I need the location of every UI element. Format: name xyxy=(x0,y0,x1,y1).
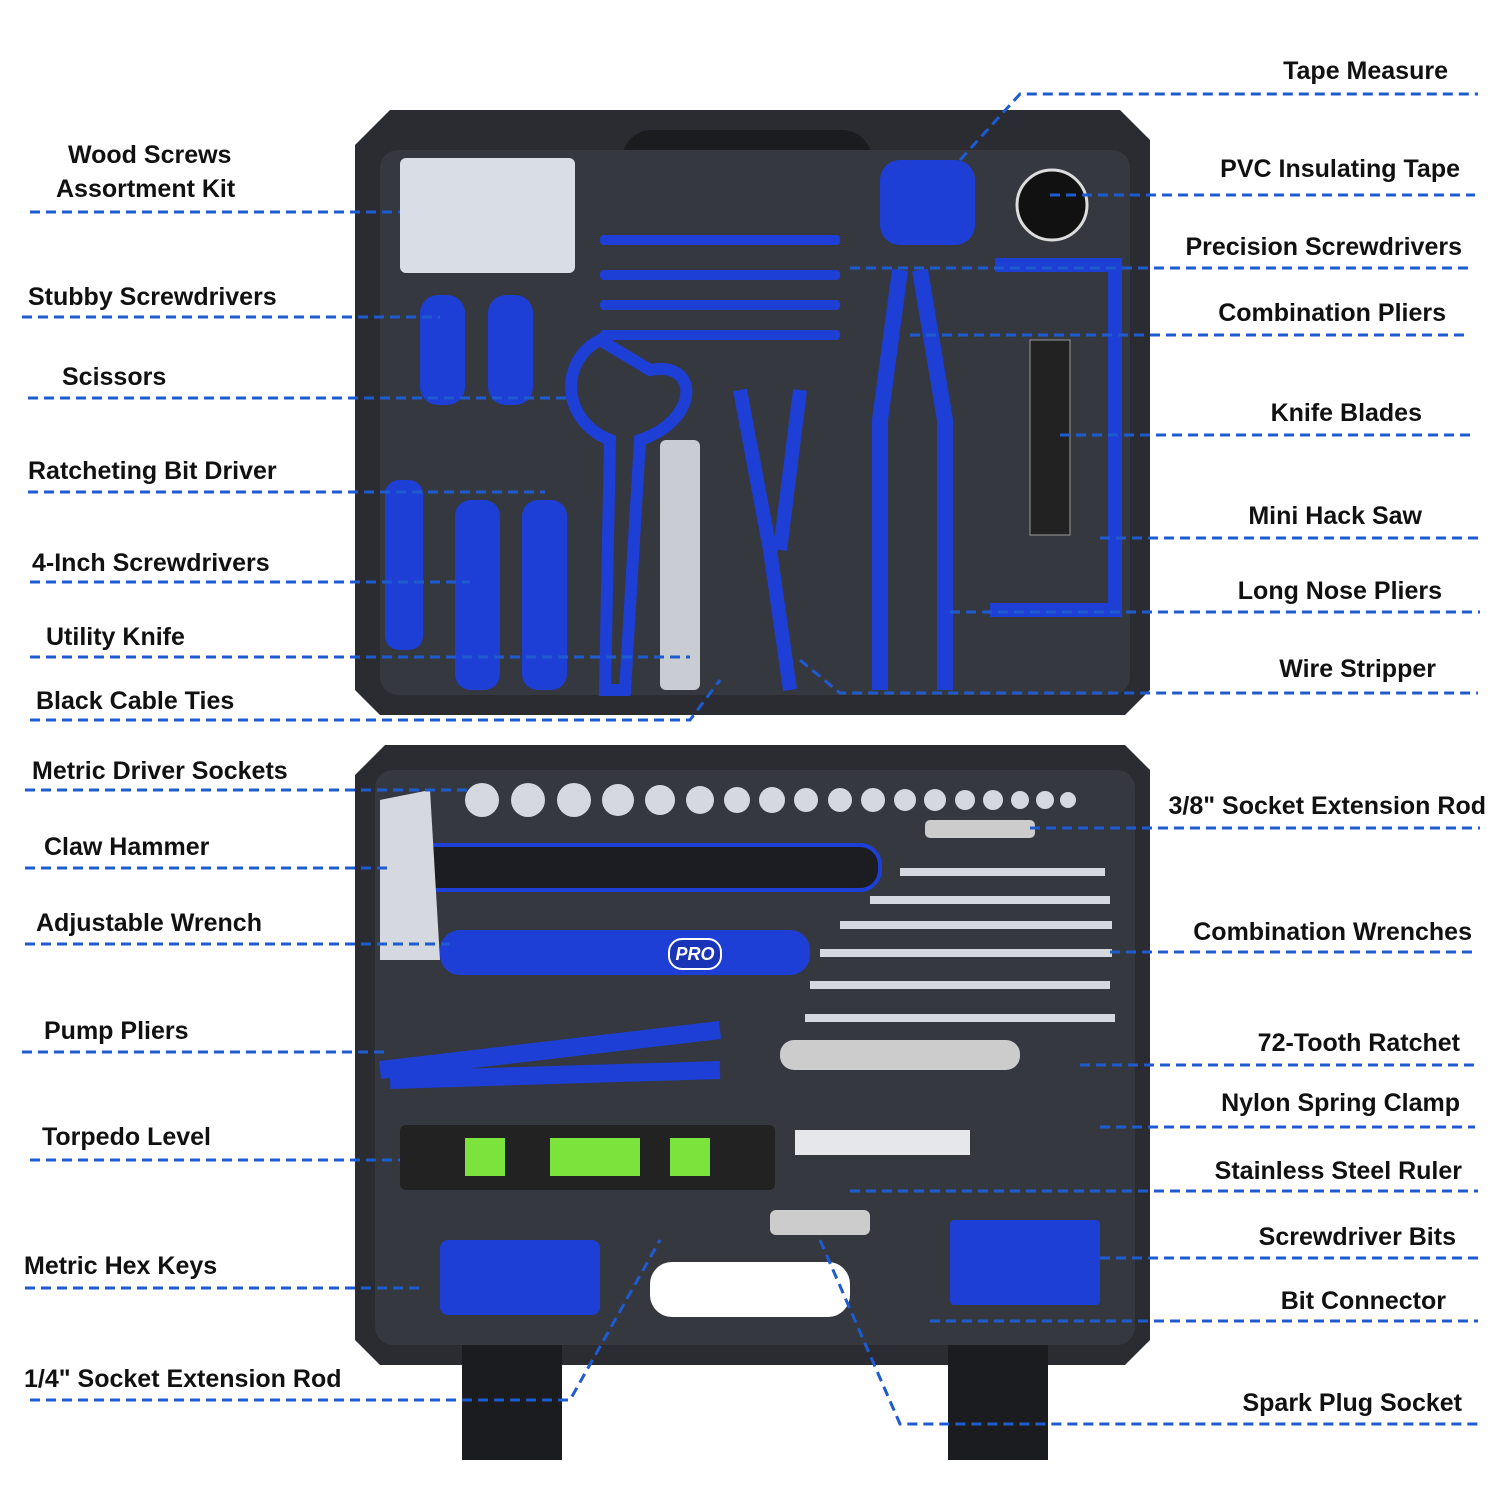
label-stubby-screwdrivers: Stubby Screwdrivers xyxy=(28,283,277,311)
label-metric-hex-keys: Metric Hex Keys xyxy=(24,1252,218,1280)
label-pump-pliers: Pump Pliers xyxy=(44,1017,189,1045)
latch-right xyxy=(948,1345,1048,1460)
screwdriver-bits xyxy=(950,1220,1100,1305)
label-metric-driver-sockets: Metric Driver Sockets xyxy=(32,757,288,785)
label-precision-screwdrivers: Precision Screwdrivers xyxy=(1185,233,1462,261)
mini-hack-saw xyxy=(990,258,1122,617)
case-base xyxy=(355,745,1150,1460)
extension-rod-38 xyxy=(925,820,1035,838)
leader-line xyxy=(818,1239,1480,1426)
label-stainless-steel-ruler: Stainless Steel Ruler xyxy=(1214,1157,1462,1185)
stubby-screwdrivers xyxy=(420,295,533,405)
latch-left xyxy=(462,1345,562,1460)
pump-pliers xyxy=(378,1021,722,1089)
knife-blades xyxy=(1029,339,1071,536)
label-quarter-extension-rod: 1/4" Socket Extension Rod xyxy=(24,1365,342,1393)
metric-sockets xyxy=(465,783,1076,817)
label-wire-stripper: Wire Stripper xyxy=(1279,655,1436,683)
label-spark-plug-socket: Spark Plug Socket xyxy=(1242,1389,1462,1417)
label-utility-knife: Utility Knife xyxy=(46,623,185,651)
label-knife-blades: Knife Blades xyxy=(1270,399,1422,427)
leader-line xyxy=(958,92,1478,162)
label-bit-connector: Bit Connector xyxy=(1280,1287,1446,1315)
leader-line xyxy=(30,679,722,722)
label-screwdriver-bits: Screwdriver Bits xyxy=(1258,1223,1456,1251)
wood-screws-box xyxy=(400,158,575,273)
leader-line xyxy=(799,658,1478,695)
utility-knife xyxy=(660,440,700,690)
pvc-tape xyxy=(1015,168,1089,242)
four-inch-screwdrivers xyxy=(385,480,567,690)
label-pvc-insulating-tape: PVC Insulating Tape xyxy=(1220,155,1460,183)
hex-keys xyxy=(440,1240,600,1315)
label-nylon-spring-clamp: Nylon Spring Clamp xyxy=(1221,1089,1460,1117)
adjustable-wrench xyxy=(440,930,810,975)
spark-plug-socket xyxy=(770,1210,870,1235)
leader-line xyxy=(30,1239,662,1402)
label-38-extension-rod: 3/8" Socket Extension Rod xyxy=(1168,792,1487,820)
wire-stripper xyxy=(733,388,807,691)
label-adjustable-wrench: Adjustable Wrench xyxy=(36,909,262,937)
label-wood-screws: Wood Screws xyxy=(68,141,232,169)
label-wood-screws-line2: Assortment Kit xyxy=(56,175,236,203)
label-long-nose-pliers: Long Nose Pliers xyxy=(1237,577,1442,605)
case-handle-bottom xyxy=(650,1262,850,1317)
label-combination-pliers: Combination Pliers xyxy=(1218,299,1446,327)
label-4inch-screwdrivers: 4-Inch Screwdrivers xyxy=(32,549,270,577)
combination-wrenches xyxy=(805,868,1115,1022)
label-torpedo-level: Torpedo Level xyxy=(42,1123,212,1151)
label-mini-hack-saw: Mini Hack Saw xyxy=(1248,502,1422,530)
ratchet xyxy=(780,1040,1020,1070)
label-ratcheting-bit-driver: Ratcheting Bit Driver xyxy=(28,457,277,485)
label-scissors: Scissors xyxy=(62,363,167,391)
precision-screwdrivers xyxy=(600,235,840,340)
label-black-cable-ties: Black Cable Ties xyxy=(36,687,235,715)
pliers xyxy=(872,268,953,690)
claw-hammer xyxy=(398,843,882,892)
label-combination-wrenches: Combination Wrenches xyxy=(1193,918,1472,946)
scissors xyxy=(565,333,693,696)
tape-measure xyxy=(880,160,975,245)
brand-logo: PRO xyxy=(668,938,722,970)
label-tape-measure: Tape Measure xyxy=(1283,57,1448,85)
steel-ruler xyxy=(795,1130,970,1155)
label-claw-hammer: Claw Hammer xyxy=(44,833,210,861)
label-72-tooth-ratchet: 72-Tooth Ratchet xyxy=(1257,1029,1460,1057)
